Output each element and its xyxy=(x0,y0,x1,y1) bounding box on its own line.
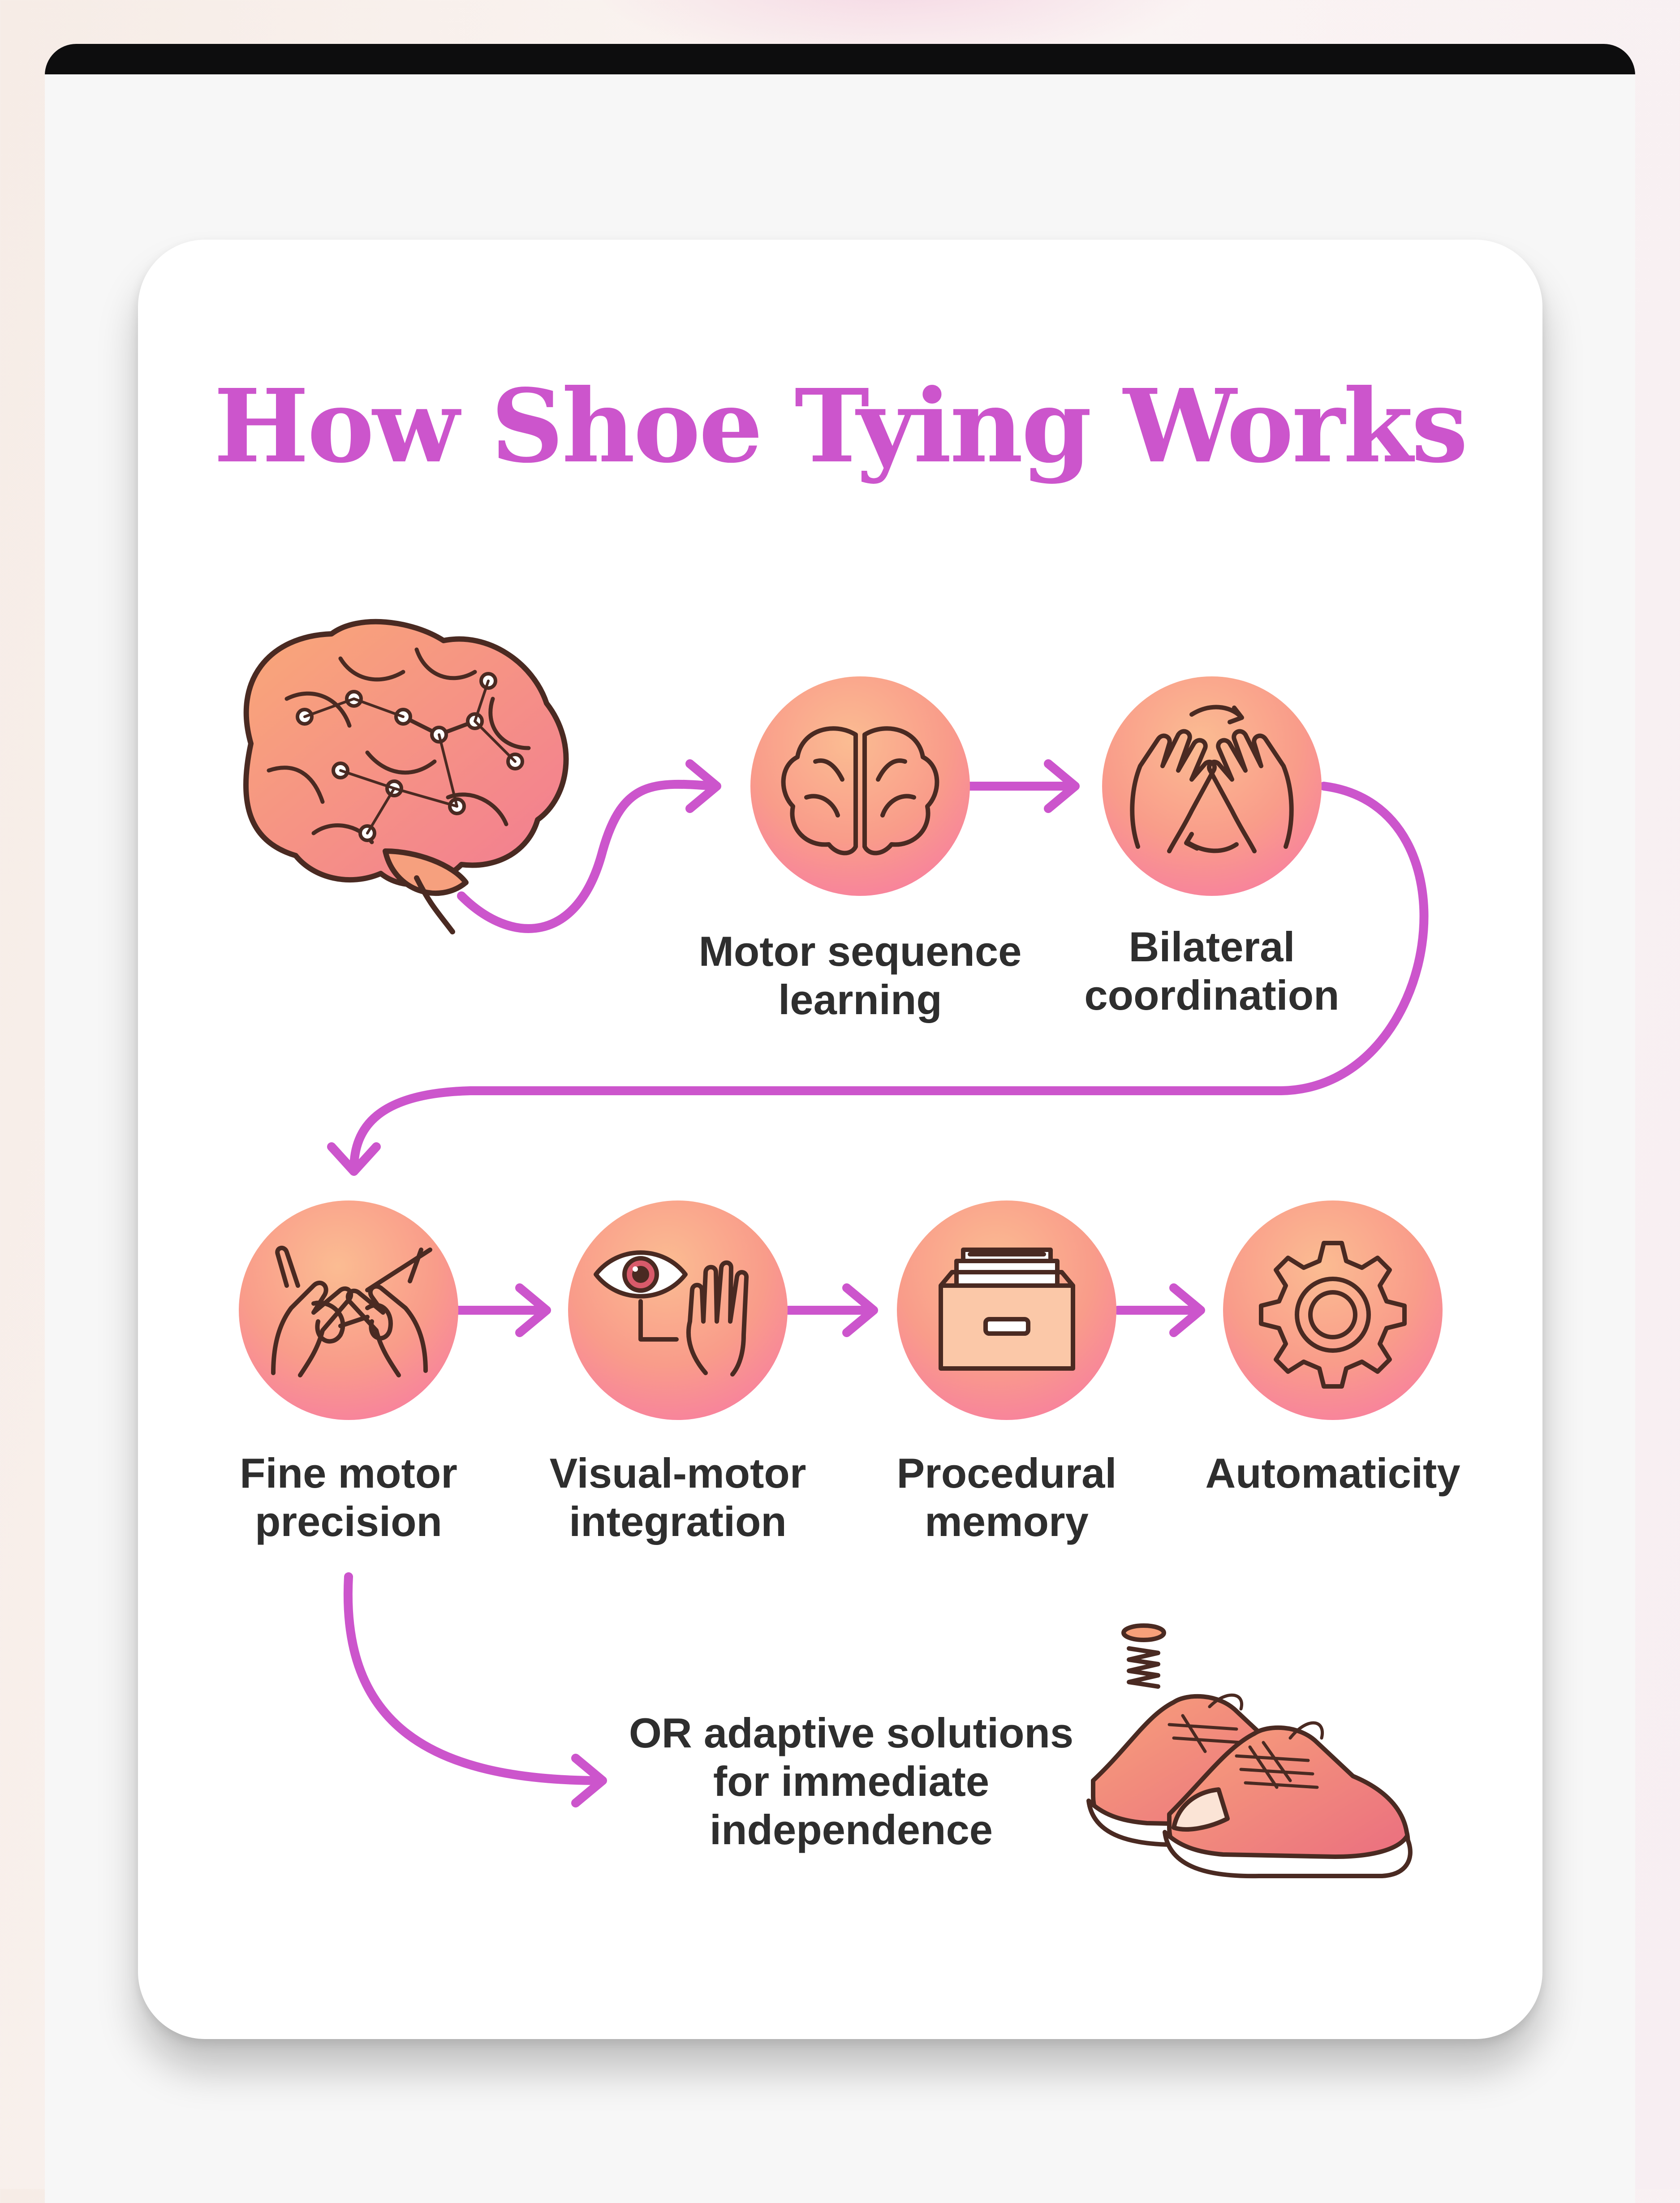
step-label-automaticity: Automaticity xyxy=(1205,1450,1460,1497)
step-label-motor-sequence: Motor sequence learning xyxy=(698,928,1022,1023)
step-label-procedural: Procedural memory xyxy=(896,1450,1117,1545)
adaptive-solutions-label: OR adaptive solutions for immediate inde… xyxy=(629,1709,1074,1853)
arrowhead xyxy=(515,1283,551,1337)
step-label-bilateral: Bilateral coordination xyxy=(1084,923,1340,1019)
spring-icon xyxy=(1121,1623,1166,1689)
brain-icon xyxy=(781,726,939,856)
step-circle-motor-sequence xyxy=(750,676,970,896)
sneakers-icon xyxy=(1086,1623,1413,1879)
arrowhead xyxy=(1044,759,1080,813)
page-title: How Shoe Tying Works xyxy=(213,367,1468,486)
gear-icon xyxy=(1259,1241,1407,1389)
connector-fine-to-adaptive xyxy=(343,1572,605,1785)
arrowhead xyxy=(327,1142,381,1176)
step-circle-procedural xyxy=(897,1200,1116,1420)
brain-network-icon xyxy=(243,619,569,934)
step-label-fine-motor: Fine motor precision xyxy=(240,1450,457,1545)
device-top-bar xyxy=(45,44,1635,74)
fingers-lacing-icon xyxy=(271,1246,432,1377)
arrowhead xyxy=(685,759,721,813)
step-label-visual-motor: Visual-motor integration xyxy=(549,1450,806,1545)
file-drawer-icon xyxy=(939,1248,1075,1371)
arrowhead xyxy=(571,1754,607,1807)
step-circle-visual-motor xyxy=(568,1200,788,1420)
step-circle-automaticity xyxy=(1223,1200,1443,1420)
eye-hand-icon xyxy=(594,1250,749,1377)
hands-icon xyxy=(1130,705,1294,853)
step-circle-fine-motor xyxy=(239,1200,458,1420)
step-circle-bilateral xyxy=(1102,676,1322,896)
arrowhead xyxy=(842,1283,878,1337)
connector-bilateral-to-fine xyxy=(349,782,1429,1174)
connector-brain-to-motor xyxy=(457,779,719,933)
arrowhead xyxy=(1169,1283,1205,1337)
